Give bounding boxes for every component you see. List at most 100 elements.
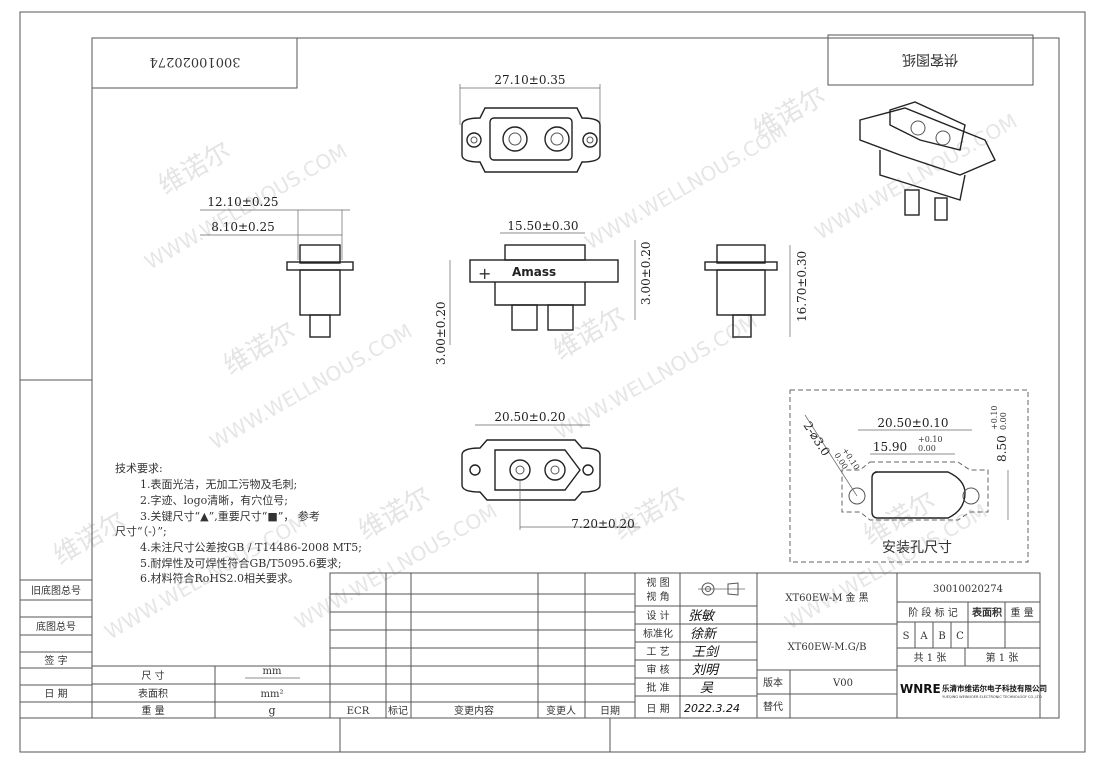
svg-text:张敏: 张敏 [688,609,716,624]
svg-text:WWW.WELLNOUS.COM: WWW.WELLNOUS.COM [206,319,417,455]
svg-text:徐新: 徐新 [690,627,718,642]
svg-text:30010020274: 30010020274 [933,584,1003,595]
svg-text:WWW.WELLNOUS.COM: WWW.WELLNOUS.COM [811,109,1022,245]
svg-text:批 准: 批 准 [646,681,669,694]
svg-text:视 角: 视 角 [646,590,669,603]
svg-text:重 量: 重 量 [141,704,164,717]
svg-text:安装孔尺寸: 安装孔尺寸 [882,540,952,556]
svg-text:15.50±0.30: 15.50±0.30 [507,219,578,233]
svg-text:维诺尔: 维诺尔 [609,481,692,546]
svg-text:表面积: 表面积 [138,687,168,700]
svg-text:1.表面光洁，无加工污物及毛刺;: 1.表面光洁，无加工污物及毛刺; [140,477,297,491]
svg-text:3.00±0.20: 3.00±0.20 [434,302,448,366]
svg-text:维诺尔: 维诺尔 [749,81,832,146]
svg-text:标准化: 标准化 [643,627,673,640]
company-logo: WNRE 乐清市维诺尔电子科技有限公司 YUEQING WEINUOER ELE… [900,682,1047,699]
svg-text:4.未注尺寸公差按GB / T14486-2008 MT5;: 4.未注尺寸公差按GB / T14486-2008 MT5; [140,540,362,554]
svg-text:8.50: 8.50 [995,435,1009,462]
svg-text:表面积: 表面积 [971,606,1002,619]
left-side-view: 12.10±0.25 8.10±0.25 [200,195,354,338]
svg-text:审 核: 审 核 [646,663,669,676]
svg-text:维诺尔: 维诺尔 [49,506,132,571]
svg-text:V00: V00 [832,678,853,689]
svg-text:20.50±0.10: 20.50±0.10 [877,416,948,430]
svg-text:刘明: 刘明 [692,663,720,678]
svg-text:重 量: 重 量 [1010,606,1033,619]
svg-text:标记: 标记 [388,705,408,717]
svg-text:维诺尔: 维诺尔 [219,316,302,381]
svg-text:日期: 日期 [600,705,620,717]
top-view: 27.10±0.35 [459,73,601,173]
svg-text:8.10±0.25: 8.10±0.25 [211,220,275,234]
approval-block: 视 图 视 角 设 计 标准化 工 艺 审 核 批 准 日 期 张敏 徐新 王剑… [634,572,758,719]
svg-text:XT60EW-M 金 黑: XT60EW-M 金 黑 [785,591,868,604]
svg-text:王剑: 王剑 [692,644,720,660]
svg-text:技术要求:: 技术要求: [115,462,163,475]
svg-text:尺寸“（-）”;: 尺寸“（-）”; [115,524,167,538]
svg-text:7.20±0.20: 7.20±0.20 [571,517,635,531]
svg-text:S: S [903,631,910,642]
svg-text:第 1 张: 第 1 张 [986,651,1019,664]
svg-text:16.70±0.30: 16.70±0.30 [795,251,809,322]
svg-text:变更内容: 变更内容 [454,704,494,717]
svg-text:C: C [956,631,964,642]
svg-text:共 1 张: 共 1 张 [914,652,947,664]
svg-text:g: g [268,704,275,717]
svg-text:视 图: 视 图 [646,576,669,589]
units-table: 尺 寸 mm 表面积 mm² 重 量 g [92,665,330,718]
front-view: 15.50±0.30 + Amass 3.00±0.20 3.00±0.20 [434,219,653,365]
projection-symbol-icon [698,582,745,596]
svg-text:供客图纸: 供客图纸 [902,51,958,68]
svg-text:15.90: 15.90 [873,440,907,454]
svg-text:签 字: 签 字 [44,654,67,667]
svg-text:+0.10: +0.10 [918,435,943,444]
svg-text:YUEQING WEINUOER ELECTRONIC TE: YUEQING WEINUOER ELECTRONIC TECHNOLOGY C… [942,695,1042,699]
svg-text:尺 寸: 尺 寸 [141,669,164,682]
svg-text:XT60EW-M.G/B: XT60EW-M.G/B [788,642,867,653]
dim-top-width: 27.10±0.35 [494,73,565,87]
svg-text:12.10±0.25: 12.10±0.25 [207,195,278,209]
svg-text:工 艺: 工 艺 [646,646,669,658]
isometric-view [859,101,996,221]
svg-text:底图总号: 底图总号 [36,620,76,633]
svg-text:2-⌀3.0: 2-⌀3.0 [800,419,832,458]
svg-text:2.字迹、logo清晰，有穴位号;: 2.字迹、logo清晰，有穴位号; [140,493,288,507]
svg-text:版本: 版本 [763,676,783,689]
left-record-strip: 旧底图总号 底图总号 签 字 日 期 [20,579,92,719]
svg-text:Amass: Amass [512,265,556,279]
svg-text:日 期: 日 期 [44,688,67,700]
mounting-hole-detail: 20.50±0.10 15.90 +0.10 0.00 2-⌀3.0 +0.10… [789,389,1029,563]
svg-text:吴: 吴 [700,681,714,696]
title-block: XT60EW-M 金 黑 XT60EW-M.G/B 版本 V00 替代 3001… [756,572,1047,719]
svg-text:日 期: 日 期 [646,703,669,715]
bottom-view: 20.50±0.20 7.20±0.20 [461,410,640,531]
svg-text:A: A [919,631,928,642]
svg-text:mm: mm [263,666,282,677]
svg-text:+0.10: +0.10 [990,405,999,430]
right-side-view: 16.70±0.30 [704,244,809,338]
svg-text:0.00: 0.00 [918,444,936,453]
svg-text:旧底图总号: 旧底图总号 [31,584,81,597]
svg-text:+: + [478,264,491,283]
svg-text:3.00±0.20: 3.00±0.20 [639,242,653,306]
svg-text:乐清市维诺尔电子科技有限公司: 乐清市维诺尔电子科技有限公司 [942,683,1047,693]
svg-text:设 计: 设 计 [646,609,669,622]
svg-text:B: B [938,631,945,642]
svg-text:30010020274: 30010020274 [150,54,241,69]
svg-text:阶 段 标 记: 阶 段 标 记 [908,606,958,619]
technical-requirements: 技术要求: 1.表面光洁，无加工污物及毛刺; 2.字迹、logo清晰，有穴位号;… [115,462,362,585]
change-record-table: ECR 标记 变更内容 变更人 日期 [329,572,636,719]
svg-text:ECR: ECR [347,706,370,717]
svg-text:mm²: mm² [261,689,284,700]
svg-text:6.材料符合RoHS2.0相关要求。: 6.材料符合RoHS2.0相关要求。 [140,571,299,585]
svg-text:0.00: 0.00 [999,412,1008,430]
svg-text:维诺尔: 维诺尔 [154,136,237,201]
svg-text:维诺尔: 维诺尔 [549,301,632,366]
svg-text:WNRE: WNRE [900,682,941,696]
svg-text:2022.3.24: 2022.3.24 [684,702,740,715]
svg-text:5.耐焊性及可焊性符合GB/T5095.6要求;: 5.耐焊性及可焊性符合GB/T5095.6要求; [140,556,342,570]
customer-drawing-stamp: 供客图纸 [827,34,1034,86]
svg-text:替代: 替代 [763,700,783,713]
svg-text:3.关键尺寸“▲”,重要尺寸“■”， 参考: 3.关键尺寸“▲”,重要尺寸“■”， 参考 [140,509,320,523]
